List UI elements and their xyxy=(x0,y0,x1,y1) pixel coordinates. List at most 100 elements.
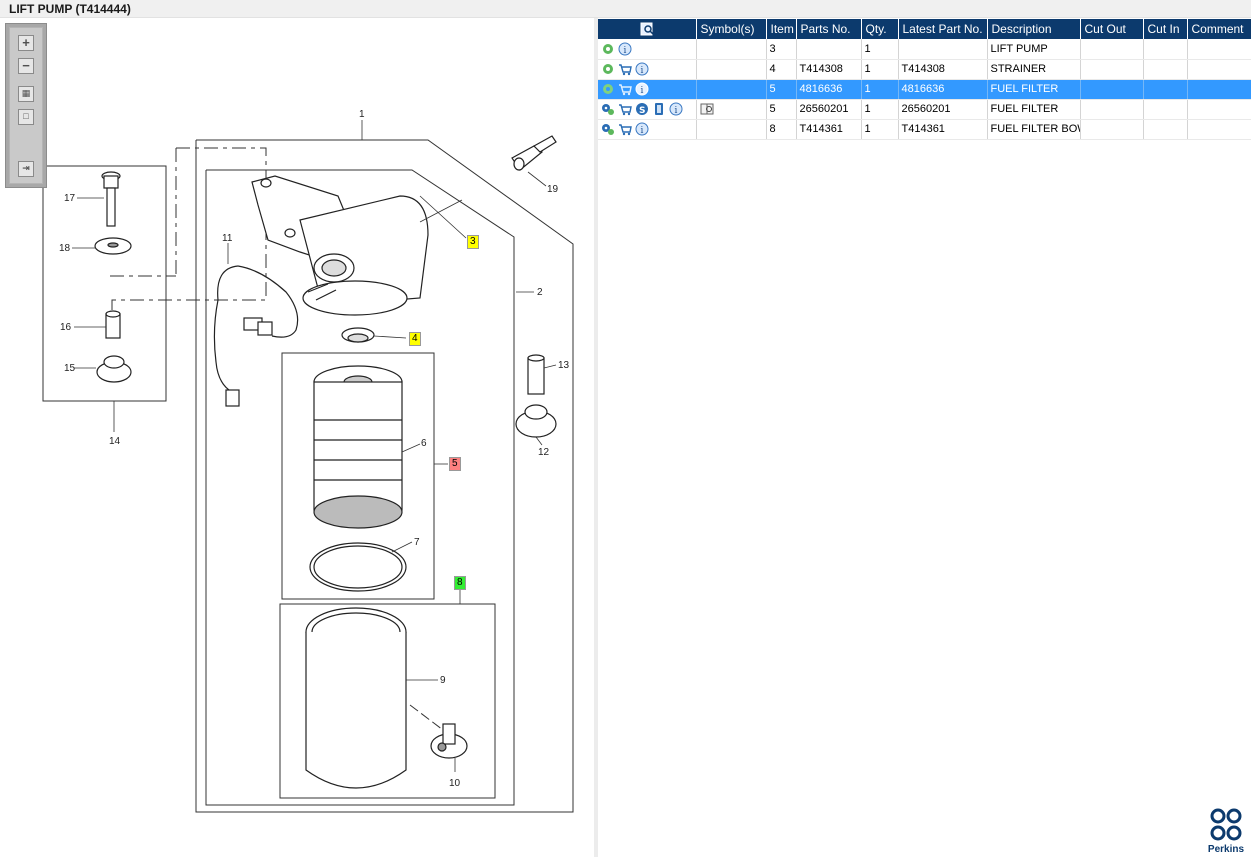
filter-element-6 xyxy=(313,365,403,529)
row-icons: i xyxy=(598,79,697,100)
table-row[interactable]: i 4 T414308 1 T414308 STRAINER xyxy=(598,59,1251,80)
column-header-cut-in[interactable]: Cut In xyxy=(1143,19,1188,39)
o-ring-7 xyxy=(309,542,407,592)
bolt-17 xyxy=(101,171,121,227)
row-symbol xyxy=(696,119,767,140)
row-parts-no: T414308 xyxy=(796,59,862,80)
callout-13: 13 xyxy=(558,360,570,371)
callout-6: 6 xyxy=(421,438,427,449)
row-symbol xyxy=(696,59,767,80)
group-outline-14 xyxy=(42,165,167,402)
table-row[interactable]: i 8 T414361 1 T414361 FUEL FILTER BOW xyxy=(598,119,1251,140)
row-cut-in xyxy=(1143,39,1188,60)
gears-icon[interactable] xyxy=(601,122,615,136)
info-icon[interactable]: i xyxy=(635,82,649,96)
callout-5-highlight[interactable]: 5 xyxy=(449,457,461,471)
group-outline-8 xyxy=(279,603,496,799)
info-icon[interactable]: i xyxy=(669,102,683,116)
row-latest-part-no: 4816636 xyxy=(898,79,988,100)
row-comment xyxy=(1187,59,1251,80)
row-parts-no: T414361 xyxy=(796,119,862,140)
parts-list-pane: Symbol(s) Item Parts No. Qty. Latest Par… xyxy=(598,18,1251,857)
callout-14: 14 xyxy=(109,436,121,447)
row-comment xyxy=(1187,39,1251,60)
row-item: 8 xyxy=(766,119,797,140)
table-row-selected[interactable]: i 5 4816636 1 4816636 FUEL FILTER xyxy=(598,79,1251,100)
callout-18: 18 xyxy=(59,243,71,254)
callout-8-highlight[interactable]: 8 xyxy=(454,576,466,590)
row-latest-part-no xyxy=(898,39,988,60)
perkins-logo-icon xyxy=(1210,808,1242,841)
column-header-item[interactable]: Item xyxy=(766,19,797,39)
book-search-icon[interactable] xyxy=(700,102,714,116)
row-cut-out xyxy=(1080,79,1144,100)
row-parts-no xyxy=(796,39,862,60)
lift-pump-drawing xyxy=(251,175,429,316)
column-header-qty[interactable]: Qty. xyxy=(861,19,899,39)
export-button[interactable]: ⇥ xyxy=(18,161,34,177)
cart-icon[interactable] xyxy=(618,122,632,136)
row-cut-in xyxy=(1143,79,1188,100)
column-header-latest-part-no[interactable]: Latest Part No. xyxy=(898,19,988,39)
row-description: STRAINER xyxy=(987,59,1081,80)
row-comment xyxy=(1187,79,1251,100)
column-header-tools[interactable] xyxy=(598,19,697,39)
magnify-report-icon[interactable] xyxy=(640,22,654,36)
column-header-parts-no[interactable]: Parts No. xyxy=(796,19,862,39)
row-symbol xyxy=(696,99,767,120)
column-header-symbols[interactable]: Symbol(s) xyxy=(696,19,767,39)
actual-size-button[interactable]: □ xyxy=(18,109,34,125)
gears-icon[interactable] xyxy=(601,102,615,116)
gear-icon[interactable] xyxy=(601,82,615,96)
row-cut-out xyxy=(1080,119,1144,140)
callout-2: 2 xyxy=(537,287,543,298)
pane-splitter[interactable] xyxy=(594,18,598,857)
column-header-description[interactable]: Description xyxy=(987,19,1081,39)
row-latest-part-no: T414308 xyxy=(898,59,988,80)
gear-icon[interactable] xyxy=(601,62,615,76)
row-cut-out xyxy=(1080,99,1144,120)
row-item: 5 xyxy=(766,99,797,120)
row-qty: 1 xyxy=(861,39,899,60)
window-title-bar: LIFT PUMP (T414444) xyxy=(0,0,1251,18)
cart-icon[interactable] xyxy=(618,62,632,76)
row-qty: 1 xyxy=(861,59,899,80)
info-icon[interactable]: i xyxy=(618,42,632,56)
svg-text:S: S xyxy=(639,106,645,116)
row-icons: i xyxy=(598,119,697,140)
info-icon[interactable]: i xyxy=(635,122,649,136)
svg-text:i: i xyxy=(641,126,644,136)
row-symbol xyxy=(696,39,767,60)
row-comment xyxy=(1187,99,1251,120)
row-qty: 1 xyxy=(861,99,899,120)
svg-text:i: i xyxy=(624,46,627,56)
s-icon[interactable]: S xyxy=(635,102,649,116)
info-icon[interactable]: i xyxy=(635,62,649,76)
callout-7: 7 xyxy=(414,537,420,548)
gear-icon[interactable] xyxy=(601,42,615,56)
cart-icon[interactable] xyxy=(618,82,632,96)
wire-11 xyxy=(213,265,299,407)
fit-all-button[interactable]: ▦ xyxy=(18,86,34,102)
callout-4-highlight[interactable]: 4 xyxy=(409,332,421,346)
cart-icon[interactable] xyxy=(618,102,632,116)
column-header-comment[interactable]: Comment xyxy=(1187,19,1251,39)
strainer-4 xyxy=(341,327,375,343)
callout-12: 12 xyxy=(538,447,550,458)
perkins-logo-text: Perkins xyxy=(1207,844,1245,855)
row-symbol xyxy=(696,79,767,100)
table-row[interactable]: i 3 1 LIFT PUMP xyxy=(598,39,1251,60)
parts-table: Symbol(s) Item Parts No. Qty. Latest Par… xyxy=(598,19,1251,140)
column-header-cut-out[interactable]: Cut Out xyxy=(1080,19,1144,39)
row-parts-no: 4816636 xyxy=(796,79,862,100)
document-icon[interactable] xyxy=(652,102,666,116)
row-latest-part-no: T414361 xyxy=(898,119,988,140)
zoom-out-button[interactable]: − xyxy=(18,58,34,74)
zoom-in-button[interactable]: + xyxy=(18,35,34,51)
callout-3-highlight[interactable]: 3 xyxy=(467,235,479,249)
diagram-pane[interactable]: 1 2 6 7 9 10 11 12 13 14 15 16 17 18 19 … xyxy=(0,18,594,857)
viewer-toolbar: + − ▦ □ ⇥ xyxy=(5,23,47,188)
row-description: FUEL FILTER xyxy=(987,99,1081,120)
